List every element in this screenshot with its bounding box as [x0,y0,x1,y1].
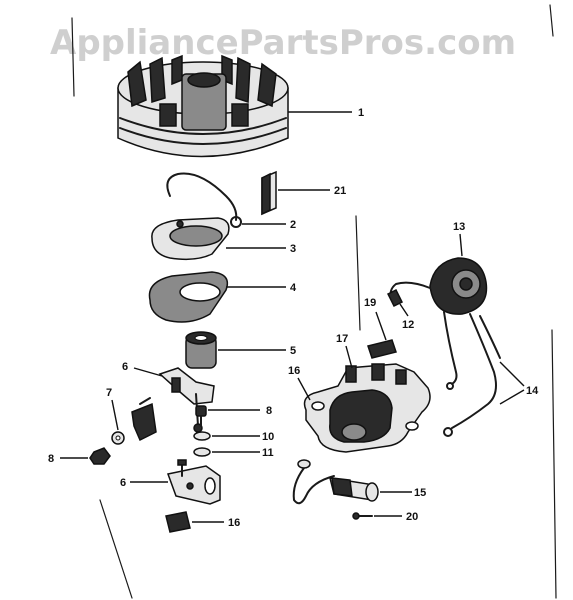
ignition-coil-part[interactable] [389,257,488,315]
callout-13: 13 [453,221,465,233]
nut-8-left-part[interactable] [89,447,111,465]
callout-15: 15 [414,487,426,499]
stator-plate-part[interactable] [303,363,431,453]
callout-6b: 6 [120,477,126,489]
callout-4: 4 [290,282,297,294]
guide-line [355,215,361,331]
scan-line-diagonal [99,499,133,599]
leader-12 [399,303,409,317]
felt-block-part[interactable] [261,170,277,216]
callout-3: 3 [290,243,296,255]
leader-14b [499,389,525,405]
clip-plate-part[interactable] [367,339,397,359]
wire-clip-part[interactable] [166,172,242,228]
flywheel-part[interactable] [117,54,289,158]
leader-7 [111,399,119,431]
callout-19: 19 [364,297,376,309]
leader-13 [459,233,463,257]
breaker-cover-part[interactable] [151,217,230,261]
scan-line-left [71,17,75,97]
callout-5: 5 [290,345,296,357]
leader-17 [345,345,353,369]
washer-7-part[interactable] [111,431,125,445]
watermark-text: AppliancePartsPros.com [50,23,516,63]
callout-8a: 8 [48,453,54,465]
callout-6a: 6 [122,361,128,373]
leader-14a [499,361,525,387]
callout-20: 20 [406,511,418,523]
leader-16a [297,377,311,401]
callout-1: 1 [358,107,364,119]
felt-pad-part[interactable] [165,511,191,533]
coil-leads-part[interactable] [443,311,501,437]
scan-line-right-lower [551,329,557,599]
leader-19 [375,311,387,341]
callout-17: 17 [336,333,348,345]
callout-16b: 16 [228,517,240,529]
washer-11-part[interactable] [193,447,211,457]
callout-11: 11 [262,447,274,459]
bracket-part[interactable] [131,397,157,442]
condenser-lead-part[interactable] [292,459,379,505]
breaker-arm-part[interactable] [158,367,215,433]
breaker-plate-part[interactable] [166,459,221,505]
terminal-part[interactable] [386,288,404,308]
scan-line-right [549,4,554,37]
callout-12: 12 [402,319,414,331]
callout-7: 7 [106,387,112,399]
callout-16a: 16 [288,365,300,377]
condenser-part[interactable] [185,331,217,369]
callout-8b: 8 [266,405,272,417]
callout-21: 21 [334,185,346,197]
gasket-part[interactable] [148,271,229,323]
callout-2: 2 [290,219,296,231]
callout-10: 10 [262,431,274,443]
screw-8-right-part[interactable] [195,405,207,427]
washer-10-part[interactable] [193,431,211,441]
leader-6a [133,367,163,377]
callout-14: 14 [526,385,539,397]
screw-20-part[interactable] [352,512,373,520]
